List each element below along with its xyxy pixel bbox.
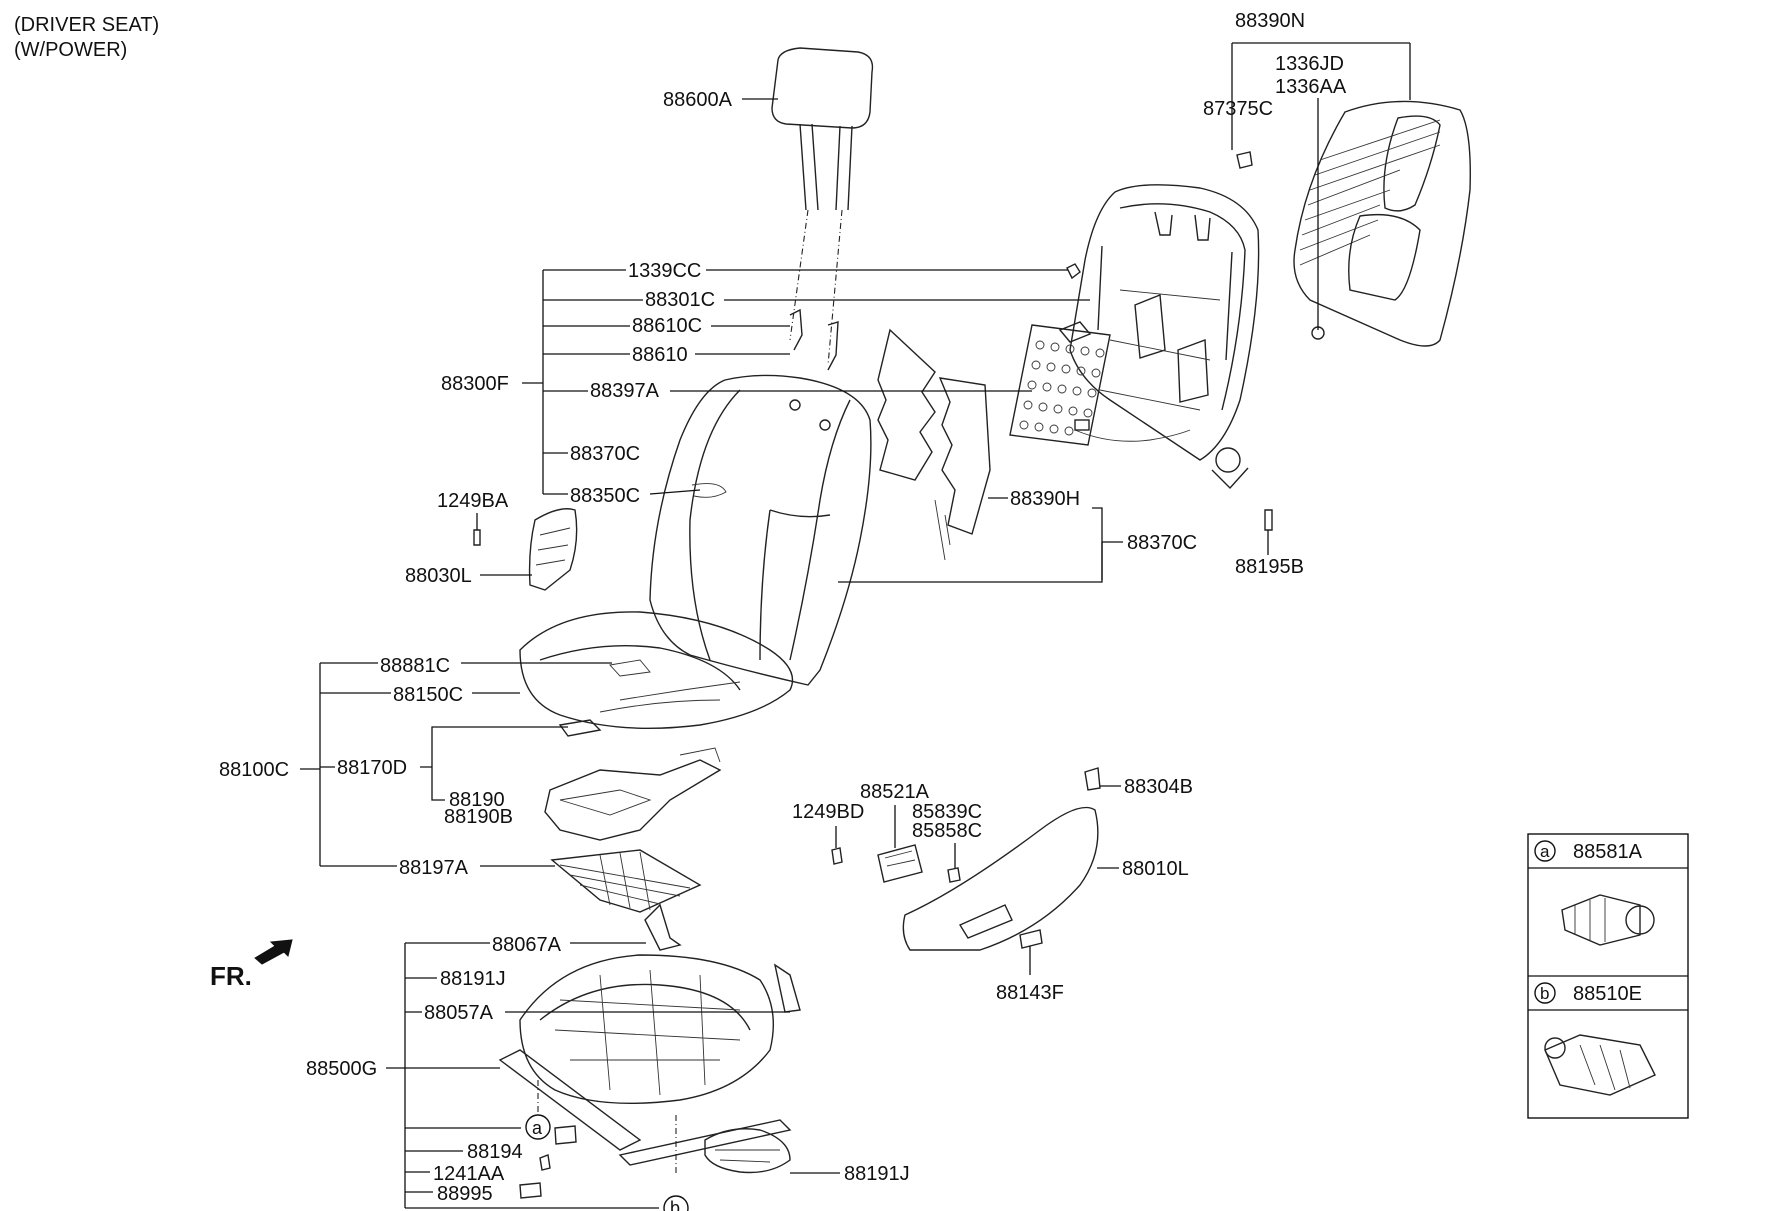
label-88030L: 88030L — [405, 565, 472, 587]
legend-b-marker: b — [1540, 984, 1549, 1003]
label-88995: 88995 — [437, 1183, 493, 1205]
lumbar-plate-drawing — [1009, 321, 1111, 446]
label-87375C: 87375C — [1203, 98, 1273, 120]
lumbar-mesh-drawing — [550, 849, 702, 913]
label-88100C: 88100C — [219, 759, 289, 781]
callout-a-letter: a — [532, 1118, 543, 1138]
side-shield-88010L-drawing — [902, 806, 1099, 951]
callout-b-letter: b — [670, 1198, 680, 1211]
clip-85839C — [947, 867, 961, 883]
front-arrow-icon — [254, 939, 293, 965]
bolt-88195B — [1264, 509, 1273, 531]
label-88600A: 88600A — [663, 89, 733, 111]
part-88995 — [519, 1182, 542, 1199]
label-88390N: 88390N — [1235, 10, 1305, 32]
label-88500G: 88500G — [306, 1058, 377, 1080]
callout-b — [663, 1195, 689, 1211]
label-88067A: 88067A — [492, 934, 562, 956]
label-88191J-a: 88191J — [440, 968, 506, 990]
label-88010L: 88010L — [1122, 858, 1189, 880]
guide-88610-drawing — [789, 308, 839, 371]
label-88300F: 88300F — [441, 373, 509, 395]
seat-cushion-drawing — [519, 611, 794, 737]
part-88194 — [554, 1125, 577, 1145]
label-85858C: 85858C — [912, 820, 982, 842]
label-1249BA: 1249BA — [437, 490, 509, 512]
label-88370C-b: 88370C — [1127, 532, 1197, 554]
label-1336AA: 1336AA — [1275, 76, 1347, 98]
label-88301C: 88301C — [645, 289, 715, 311]
label-88195B: 88195B — [1235, 556, 1304, 578]
label-1241AA: 1241AA — [433, 1163, 505, 1185]
label-88304B: 88304B — [1124, 776, 1193, 798]
label-88191J-b: 88191J — [844, 1163, 910, 1185]
header-w-power: (W/POWER) — [14, 39, 127, 61]
label-88150C: 88150C — [393, 684, 463, 706]
label-88390H: 88390H — [1010, 488, 1080, 510]
back-board-drawing — [1236, 100, 1471, 347]
seat-frame-drawing — [498, 903, 801, 1175]
seatback-frame-drawing — [1069, 184, 1260, 490]
label-88143F: 88143F — [996, 982, 1064, 1004]
label-88350C: 88350C — [570, 485, 640, 507]
label-88190: 88190 — [449, 789, 505, 811]
bolt-1249BA — [473, 529, 481, 546]
screw-1249BD — [831, 847, 843, 865]
label-88170D: 88170D — [337, 757, 407, 779]
label-88197A: 88197A — [399, 857, 469, 879]
label-88521A: 88521A — [860, 781, 930, 803]
label-85839C: 85839C — [912, 801, 982, 823]
legend-a-marker: a — [1540, 842, 1550, 861]
motor-88510E-drawing — [1544, 1034, 1656, 1096]
legend-box: a 88581A b 88510E — [1527, 833, 1689, 1119]
label-1336JD: 1336JD — [1275, 53, 1344, 75]
label-88194: 88194 — [467, 1141, 523, 1163]
header-driver-seat: (DRIVER SEAT) — [14, 14, 159, 36]
label-88610: 88610 — [632, 344, 688, 366]
knob-88304B — [1084, 767, 1101, 791]
label-1249BD: 1249BD — [792, 801, 864, 823]
screw-1241AA — [539, 1154, 551, 1171]
label-88057A: 88057A — [424, 1002, 494, 1024]
label-1339CC: 1339CC — [628, 260, 701, 282]
switch-88521A-drawing — [877, 844, 923, 883]
back-heater-pad-drawing — [877, 328, 991, 561]
front-label: FR. — [210, 961, 252, 991]
motor-88581A-drawing — [1561, 894, 1655, 946]
legend-b-part: 88510E — [1573, 983, 1642, 1005]
callout-a — [525, 1114, 551, 1140]
headrest-drawing — [771, 47, 874, 366]
nut-1339CC — [1066, 263, 1081, 280]
motor-88191J-drawing — [704, 1128, 791, 1174]
side-cover-88030L-drawing — [528, 508, 578, 591]
heater-mat-drawing — [544, 747, 722, 841]
legend-a-part: 88581A — [1573, 841, 1643, 863]
seatback-cover-drawing — [649, 374, 872, 686]
label-88370C-a: 88370C — [570, 443, 640, 465]
label-88610C: 88610C — [632, 315, 702, 337]
label-88881C: 88881C — [380, 655, 450, 677]
label-88190B: 88190B — [444, 806, 513, 828]
label-88397A: 88397A — [590, 380, 660, 402]
